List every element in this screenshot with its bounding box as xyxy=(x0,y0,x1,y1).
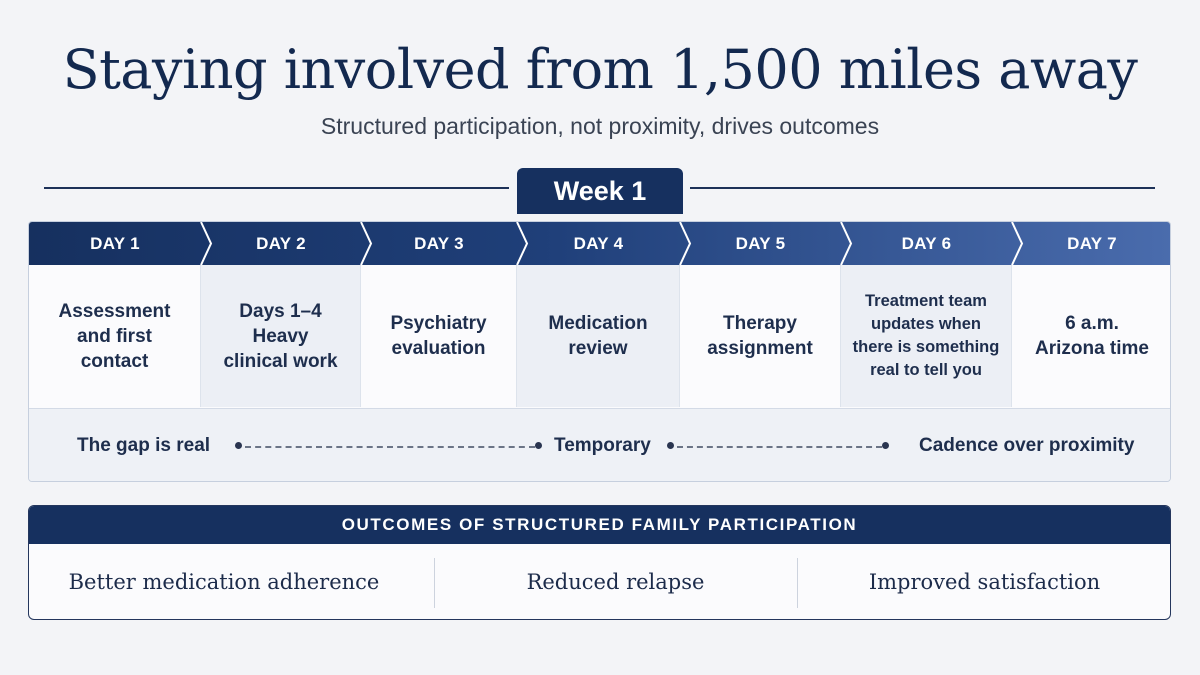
day-text-6: Treatment team updates when there is som… xyxy=(852,292,1000,379)
phase-dot xyxy=(667,442,674,449)
outcome-relapse: Reduced relapse xyxy=(526,570,705,594)
day-label-4: DAY 4 xyxy=(573,234,624,253)
day-label-6: DAY 6 xyxy=(901,234,952,253)
phase-gap-label: The gap is real xyxy=(77,435,211,456)
day-label-7: DAY 7 xyxy=(1067,234,1117,253)
day-text-5: Therapy assignment xyxy=(707,313,813,359)
outcome-divider xyxy=(797,558,798,608)
day-header-bar xyxy=(29,222,1170,265)
divider-left xyxy=(44,187,509,189)
day-label-5: DAY 5 xyxy=(735,234,786,253)
day-cell-3: Psychiatry evaluation xyxy=(361,265,517,407)
day-text-4: Medication review xyxy=(548,313,648,359)
day-text-2: Days 1–4 Heavy clinical work xyxy=(223,300,338,372)
page-subtitle: Structured participation, not proximity,… xyxy=(320,113,880,139)
page-title: Staying involved from 1,500 miles away xyxy=(62,38,1138,101)
phase-cadence-label: Cadence over proximity xyxy=(919,435,1135,456)
outcomes-header: OUTCOMES OF STRUCTURED FAMILY PARTICIPAT… xyxy=(29,506,1170,544)
phase-dot xyxy=(235,442,242,449)
day-text-3: Psychiatry evaluation xyxy=(390,313,487,359)
outcomes-panel: OUTCOMES OF STRUCTURED FAMILY PARTICIPAT… xyxy=(28,505,1171,620)
day-cell-4: Medication review xyxy=(517,265,680,407)
outcome-adherence: Better medication adherence xyxy=(68,570,380,594)
phase-dot xyxy=(535,442,542,449)
phase-connector xyxy=(677,446,882,448)
phase-dot xyxy=(882,442,889,449)
week-tab: Week 1 xyxy=(517,168,683,214)
week-timeline: DAY 1 DAY 2 DAY 3 DAY 4 DAY 5 DAY 6 DAY … xyxy=(28,221,1171,482)
outcome-divider xyxy=(434,558,435,608)
day-label-1: DAY 1 xyxy=(90,234,140,253)
day-text-7: 6 a.m. Arizona time xyxy=(1034,313,1150,359)
phase-temporary-label: Temporary xyxy=(554,435,651,456)
day-cell-6: Treatment team updates when there is som… xyxy=(841,265,1012,407)
day-cell-2: Days 1–4 Heavy clinical work xyxy=(201,265,361,407)
day-cell-5: Therapy assignment xyxy=(680,265,841,407)
day-label-2: DAY 2 xyxy=(256,234,306,253)
divider-right xyxy=(690,187,1155,189)
phase-connector xyxy=(245,446,535,448)
phase-strip: The gap is real Temporary Cadence over p… xyxy=(29,408,1170,481)
day-cell-1: Assessment and first contact xyxy=(29,265,201,407)
day-label-3: DAY 3 xyxy=(414,234,464,253)
outcome-satisfaction: Improved satisfaction xyxy=(868,570,1101,594)
day-text-1: Assessment and first contact xyxy=(58,300,171,372)
day-cell-7: 6 a.m. Arizona time xyxy=(1012,265,1170,407)
